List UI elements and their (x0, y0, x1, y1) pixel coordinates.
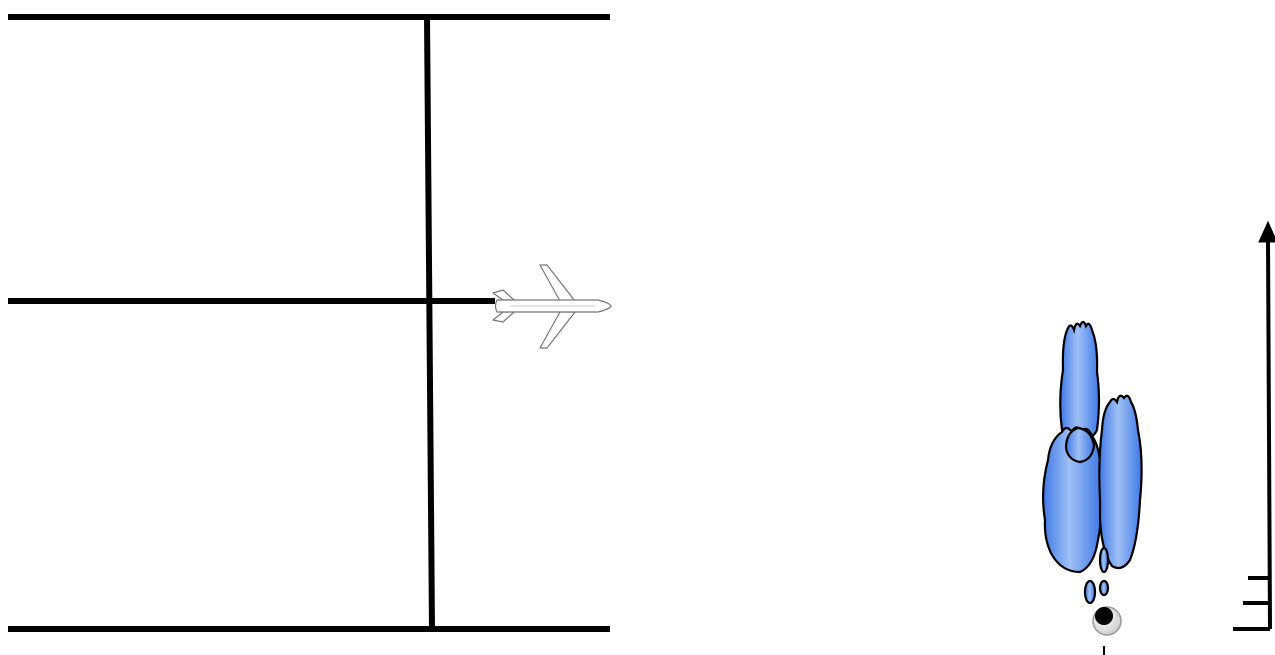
vertical-line (427, 17, 432, 629)
storm-cell-icon (1093, 607, 1121, 655)
airplane-icon (493, 265, 611, 348)
cloud-cluster (1043, 322, 1142, 603)
altitude-scale-arrow (1233, 222, 1275, 629)
